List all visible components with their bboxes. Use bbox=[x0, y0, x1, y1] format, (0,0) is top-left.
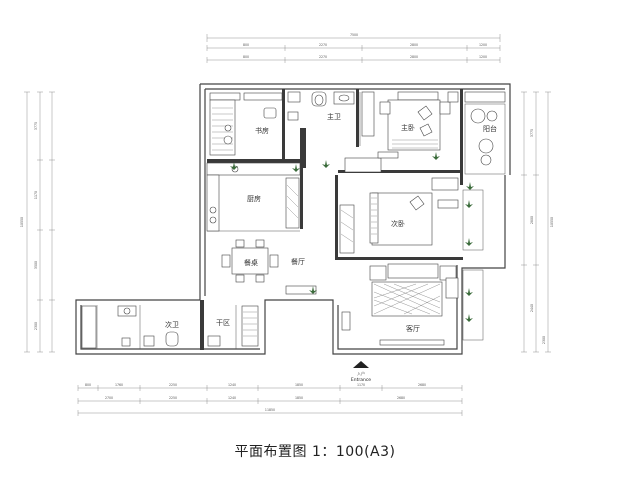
dim-bot-total: 11850 bbox=[265, 408, 275, 412]
interior-walls bbox=[96, 89, 484, 350]
plant-icon bbox=[466, 182, 474, 190]
plant-icon bbox=[292, 164, 300, 172]
entrance-en-label: Entrance bbox=[351, 377, 371, 383]
dim-bot-r1-3: 1240 bbox=[228, 383, 236, 387]
room-label-dining-room: 餐厅 bbox=[291, 257, 305, 266]
right-dimensions: 3775 2800 2440 2300 10550 bbox=[521, 91, 554, 353]
second-bedroom-furniture bbox=[339, 192, 459, 254]
dim-bot-r2-1: 2250 bbox=[169, 396, 177, 400]
living-room-furniture bbox=[341, 263, 459, 346]
kitchen-furniture bbox=[206, 162, 301, 232]
room-label-kitchen: 厨房 bbox=[247, 194, 261, 203]
dim-bot-r2-0: 2700 bbox=[105, 396, 113, 400]
dim-left-0: 3775 bbox=[34, 122, 38, 130]
left-dimensions: 10550 3775 1170 3500 2300 bbox=[20, 91, 55, 353]
plant-icon bbox=[309, 286, 317, 294]
dim-right-3: 2300 bbox=[542, 336, 546, 344]
dim-top-r2-2: 2800 bbox=[410, 55, 418, 59]
balcony-furniture bbox=[431, 91, 506, 191]
room-label-second-bath: 次卫 bbox=[165, 320, 179, 329]
bottom-dimensions: 800 1760 2250 1240 1850 1170 2680 2700 2… bbox=[77, 383, 463, 416]
second-bath-fixtures bbox=[81, 305, 179, 349]
dry-zone-fixtures bbox=[207, 305, 259, 347]
dim-top-r2-3: 1200 bbox=[479, 55, 487, 59]
dim-top-r2-1: 2270 bbox=[319, 55, 327, 59]
dim-left-3: 2300 bbox=[34, 322, 38, 330]
dim-top-r2-0: 800 bbox=[243, 55, 249, 59]
room-label-living-room: 客厅 bbox=[406, 324, 420, 333]
room-label-balcony: 阳台 bbox=[483, 124, 497, 133]
top-dimensions: 7500 800 2270 2800 1200 800 2270 2800 12… bbox=[206, 33, 501, 63]
dim-bot-r2-4: 2680 bbox=[397, 396, 405, 400]
dim-bot-r1-1: 1760 bbox=[115, 383, 123, 387]
plant-icon bbox=[465, 238, 473, 246]
entrance-marker: 入户 Entrance bbox=[351, 361, 371, 383]
dim-top-r1-3: 1200 bbox=[479, 43, 487, 47]
dim-top-r1-1: 2270 bbox=[319, 43, 327, 47]
plant-icon bbox=[465, 200, 473, 208]
dim-left-total: 10550 bbox=[20, 217, 24, 227]
dim-top-r1-0: 800 bbox=[243, 43, 249, 47]
master-bedroom-furniture bbox=[377, 91, 459, 159]
room-label-dry-zone: 干区 bbox=[216, 319, 230, 327]
master-bath-fixtures bbox=[287, 91, 382, 173]
room-label-master-bedroom: 主卧 bbox=[401, 123, 415, 132]
dim-left-1: 1170 bbox=[34, 191, 38, 199]
dim-right-2: 2440 bbox=[530, 304, 534, 312]
entrance-cn-label: 入户 bbox=[357, 370, 365, 376]
dim-bot-r1-5: 1170 bbox=[357, 383, 365, 387]
dim-bot-r1-6: 2680 bbox=[418, 383, 426, 387]
plant-icon bbox=[465, 314, 473, 322]
dim-bot-r1-4: 1850 bbox=[295, 383, 303, 387]
entrance-arrow-icon bbox=[353, 361, 369, 368]
plant-icon bbox=[432, 152, 440, 160]
plant-icon bbox=[230, 162, 238, 170]
room-label-study: 书房 bbox=[255, 126, 269, 135]
dim-right-1: 2800 bbox=[530, 216, 534, 224]
room-label-master-bath: 主卫 bbox=[327, 112, 341, 121]
plant-icon bbox=[465, 288, 473, 296]
dim-left-2: 3500 bbox=[34, 261, 38, 269]
study-furniture bbox=[209, 92, 283, 156]
drawing-title: 平面布置图 1：100(A3) bbox=[234, 444, 396, 460]
plant-icons bbox=[230, 152, 474, 322]
dim-right-0: 3775 bbox=[530, 129, 534, 137]
dim-bot-r1-0: 800 bbox=[85, 383, 91, 387]
dim-bot-r2-3: 1850 bbox=[295, 396, 303, 400]
floor-plan: 7500 800 2270 2800 1200 800 2270 2800 12… bbox=[20, 33, 554, 416]
dim-top-r1-2: 2800 bbox=[410, 43, 418, 47]
dim-bot-r1-2: 2250 bbox=[169, 383, 177, 387]
dim-bot-r2-2: 1240 bbox=[228, 396, 236, 400]
dim-right-total: 10550 bbox=[550, 217, 554, 227]
plant-icon bbox=[322, 160, 330, 168]
dining-furniture bbox=[221, 239, 317, 295]
room-label-dining-table: 餐桌 bbox=[244, 258, 258, 267]
dim-top-total: 7500 bbox=[350, 33, 358, 37]
room-label-second-bedroom: 次卧 bbox=[391, 219, 405, 228]
